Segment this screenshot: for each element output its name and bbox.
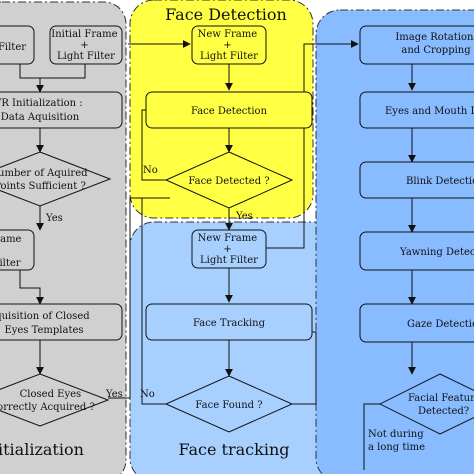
node-face-found <box>164 375 294 433</box>
edge-frame-a-to-svr <box>19 64 44 93</box>
node-init-frame-b <box>49 25 123 65</box>
node-gaze <box>359 303 474 343</box>
edge-label-yes-points: Yes <box>45 213 63 224</box>
edge-label-no-detect: No <box>143 165 158 176</box>
edge-frame-b-to-svr <box>40 64 86 79</box>
region-title-face-detection: Face Detection <box>165 5 287 24</box>
label-face-found: Face Found ? <box>195 400 262 411</box>
node-face-tracking <box>145 303 313 341</box>
edge-label-no-found: No <box>140 389 155 400</box>
node-closed-eyes-templates <box>0 303 123 341</box>
node-face-detected <box>164 151 294 209</box>
label-face-detected: Face Detected ? <box>188 176 269 187</box>
edges-layer <box>19 40 474 470</box>
label-enough-points: Number of Aquired Points Sufficient ? <box>0 168 91 192</box>
edge-ft-frame-to-rotation <box>266 40 359 249</box>
label-eyes-mouth: Eyes and Mouth Dete <box>385 106 474 117</box>
label-init-frame-a: Filter <box>0 42 26 53</box>
node-init-frame-a <box>0 25 35 65</box>
edge-label-yes-detect: Yes <box>235 211 253 222</box>
region-title-initialization: itialization <box>0 440 84 459</box>
label-frame-c: rame ilter <box>0 234 25 269</box>
edge-features-notlong <box>363 403 380 470</box>
label-fd-new-frame: New Frame + Light Filter <box>198 29 261 62</box>
region-title-face-tracking: Face tracking <box>178 440 289 459</box>
node-blink <box>359 161 474 199</box>
edge-label-yes-closed: Yes <box>105 389 123 400</box>
node-ft-new-frame <box>191 229 267 269</box>
label-face-detection: Face Detection <box>191 106 268 117</box>
node-face-detection <box>145 91 313 129</box>
label-ft-new-frame: New Frame + Light Filter <box>198 233 261 266</box>
node-eyes-mouth <box>359 91 474 129</box>
edge-detected-no-loop <box>141 109 166 181</box>
label-facial-features: Facial Feature Detected? <box>408 393 474 417</box>
label-init-frame-b: Initial Frame + Light Filter <box>51 29 120 62</box>
label-face-tracking: Face Tracking <box>193 318 266 329</box>
node-yawning <box>359 231 474 271</box>
node-fd-new-frame <box>191 25 267 65</box>
label-yawning: Yawning Detecti <box>399 247 474 258</box>
node-facial-features <box>378 373 474 435</box>
node-frame-c <box>0 229 35 271</box>
node-svr-init <box>0 91 123 129</box>
label-image-rotation: Image Rotation and Cropping <box>395 32 474 56</box>
label-svr-init: VR Initialization : Data Aquisition <box>0 98 86 123</box>
node-closed-eyes-ok <box>0 373 110 427</box>
edge-found-no-loop <box>141 197 168 405</box>
node-enough-points <box>0 151 112 207</box>
edge-frame-c-to-templates <box>19 270 44 305</box>
edge-label-not-during: Not during a long time <box>368 429 427 453</box>
label-gaze: Gaze Detectio <box>407 319 474 330</box>
label-blink: Blink Detectio <box>406 176 474 187</box>
label-closed-eyes-templates: quisition of Closed Eyes Templates <box>0 311 93 336</box>
node-image-rotation <box>359 25 474 65</box>
label-closed-eyes-ok: Closed Eyes orrectly Acquired ? <box>0 389 95 413</box>
